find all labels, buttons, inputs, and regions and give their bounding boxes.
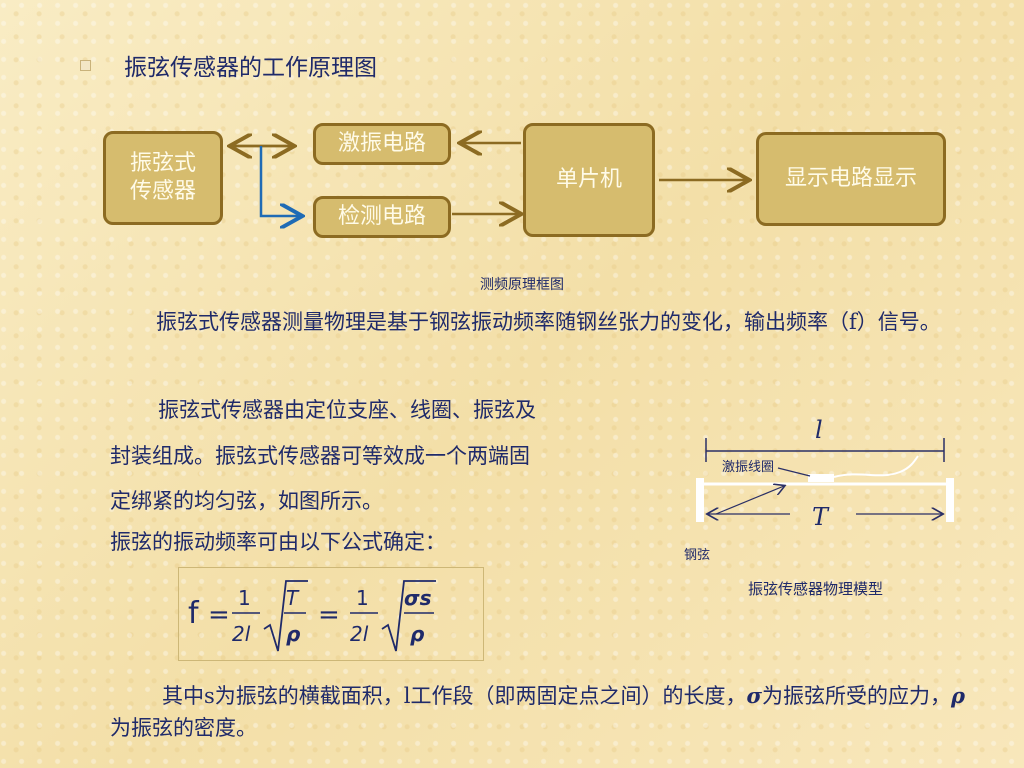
formula-eq2: = [318,600,340,630]
formula-f: f [188,596,200,631]
string-model-figure [696,438,954,522]
block-diagram-caption: 测频原理框图 [480,277,564,293]
coil-lead [833,455,919,478]
rho-symbol: ρ [950,683,965,708]
paragraph-structure-line1: 振弦式传感器由定位支座、线圈、振弦及 [158,398,536,422]
tension-label: T [812,503,829,531]
sigma-symbol: σ [746,683,762,708]
coil-label: 激振线圈 [722,460,775,475]
bullet-icon [80,60,91,71]
paragraph-structure-line3: 定绑紧的均匀弦，如图所示。 [110,489,383,513]
display-box: 显示电路显示 [756,132,946,226]
formula-den1: 2l [232,622,251,646]
explanation-part1: 其中s为振弦的横截面积，l工作段（即两固定点之间）的长度， [162,684,747,708]
detection-box: 检测电路 [313,196,451,238]
length-label: l [815,416,823,444]
string-pointer [715,486,784,515]
sensor-label-line2: 传感器 [129,179,196,204]
model-caption: 振弦传感器物理模型 [748,580,884,598]
paragraph-principle: 振弦式传感器测量物理是基于钢弦振动频率随钢丝张力的变化，输出频率（f）信号。 [156,310,941,334]
formula-num1: 1 [238,586,251,610]
formula-den2: 2l [350,622,369,646]
formula-rad2-num: σs [404,586,432,610]
formula-eq1: = [208,600,230,630]
paragraph-structure-line2: 封装组成。振弦式传感器可等效成一个两端固 [110,444,530,468]
paragraph-formula-intro: 振弦的振动频率可由以下公式确定： [110,530,446,554]
coil-block [808,474,834,482]
sensor-label-line1: 振弦式 [129,151,196,176]
paragraph-formula-explanation: 其中s为振弦的横截面积，l工作段（即两固定点之间）的长度，σ为振弦所受的应力，ρ… [110,680,980,744]
left-support [696,478,704,522]
sensor-box: 振弦式 传感器 [103,131,223,225]
arrow-to-detection [259,146,300,216]
block-diagram-arrows [0,0,1024,300]
formula-num2: 1 [356,586,369,610]
formula-rad1-den: ρ [286,622,300,646]
slide-title: 振弦传感器的工作原理图 [124,55,377,81]
formula-rad2-den: ρ [410,622,424,646]
mcu-box: 单片机 [523,123,655,237]
formula-rad1-num: T [286,586,300,610]
formula-box [178,567,484,661]
frequency-formula: f = 1 2l T ρ = 1 2l σs ρ [188,580,436,652]
explanation-part2: 为振弦所受的应力， [761,684,951,708]
excitation-box: 激振电路 [313,123,451,165]
coil-pointer [777,467,811,477]
string-label: 钢弦 [684,548,711,563]
right-support [946,478,954,522]
explanation-part3: 为振弦的密度。 [110,716,257,740]
